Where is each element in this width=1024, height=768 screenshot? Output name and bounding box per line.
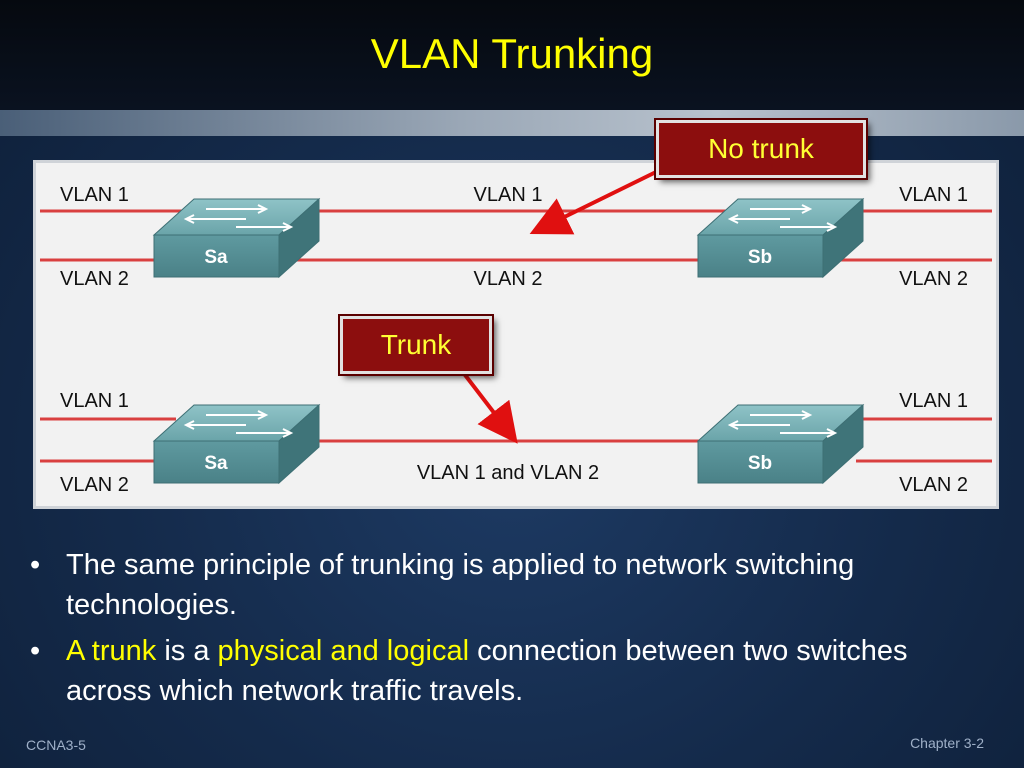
header-bar [0,0,1024,110]
bullet-2-highlight-physical-logical: physical and logical [217,635,470,667]
label-top-left-vlan1: VLAN 1 [60,184,129,206]
vlan-diagram: Sa Sb Sa [36,163,996,506]
bullet-dot-icon: • [30,635,41,667]
switch-sa-top-label: Sa [204,247,228,268]
arrow-no-trunk [529,169,659,235]
bullet-item-1: • The same principle of trunking is appl… [30,545,1000,625]
label-bottom-mid-trunk: VLAN 1 and VLAN 2 [417,462,599,484]
label-top-right-vlan1: VLAN 1 [899,184,968,206]
bullet-2-text-is-a: is a [156,635,218,667]
switch-sb-bottom-icon: Sb [696,403,865,485]
switch-sa-bottom-icon: Sa [152,403,321,485]
switch-sb-bottom-label: Sb [748,453,772,474]
label-bottom-left-vlan1: VLAN 1 [60,390,129,412]
bullet-list: • The same principle of trunking is appl… [30,545,1000,717]
bullet-dot-icon: • [30,549,41,581]
label-top-mid-vlan1: VLAN 1 [474,184,543,206]
decorative-band [0,110,1024,136]
slide-title: VLAN Trunking [370,30,654,77]
label-bottom-right-vlan2: VLAN 2 [899,474,968,496]
label-bottom-right-vlan1: VLAN 1 [899,390,968,412]
bullet-item-2: • A trunk is a physical and logical conn… [30,631,1000,711]
trunk-callout: Trunk [338,314,494,376]
switch-sb-top-label: Sb [748,247,772,268]
label-top-right-vlan2: VLAN 2 [899,268,968,290]
label-bottom-left-vlan2: VLAN 2 [60,474,129,496]
bullet-2-highlight-a-trunk: A trunk [66,635,157,667]
footer-chapter-label: Chapter 3-2 [910,735,984,751]
arrow-trunk [460,369,518,444]
no-trunk-callout: No trunk [654,118,868,180]
switch-sa-top-icon: Sa [152,197,321,279]
switch-sa-bottom-label: Sa [204,453,228,474]
footer-course-label: CCNA3-5 [26,737,86,753]
switch-sb-top-icon: Sb [696,197,865,279]
bullet-1-text: The same principle of trunking is applie… [66,549,855,621]
diagram-canvas: Sa Sb Sa [40,169,992,496]
label-top-left-vlan2: VLAN 2 [60,268,129,290]
label-top-mid-vlan2: VLAN 2 [474,268,543,290]
bullet-2-text-rest: connection between two switches across w… [66,635,908,707]
